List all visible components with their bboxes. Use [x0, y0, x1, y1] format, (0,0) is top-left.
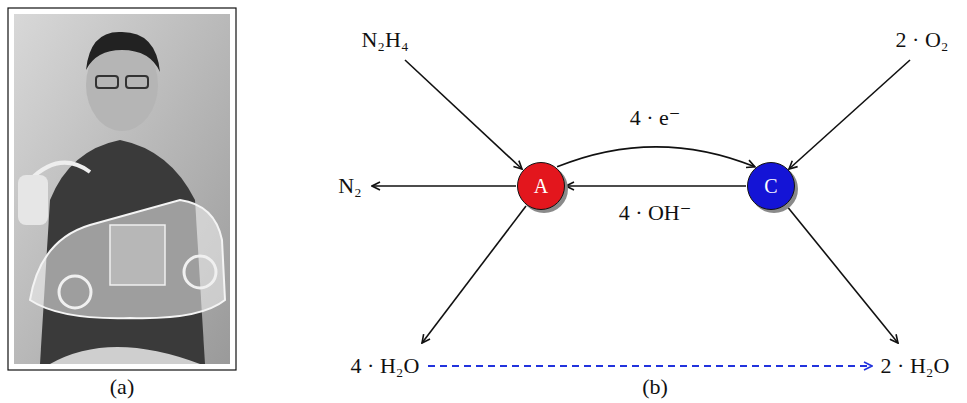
photo-background	[14, 14, 230, 364]
fuel-cell	[110, 225, 165, 285]
water-transfer-arrow	[428, 365, 872, 367]
bottle	[18, 175, 48, 225]
output-arrow	[422, 206, 526, 343]
transfer-arrow	[566, 185, 746, 187]
reaction-arrows	[372, 60, 910, 366]
photo	[8, 8, 236, 370]
person-hair	[86, 32, 160, 72]
transfer-arrow	[557, 147, 755, 167]
wheel	[184, 256, 216, 288]
species-label: 2 · O₂	[896, 28, 949, 52]
model-car	[30, 200, 225, 318]
cathode-circle: C	[747, 162, 795, 210]
output-arrow	[372, 185, 516, 187]
anode-circle: A	[517, 162, 565, 210]
species-label: N₂	[338, 174, 362, 198]
edge-label: 4 · e⁻	[630, 106, 681, 130]
input-arrow	[405, 60, 522, 169]
panel-label: (a)	[110, 375, 134, 399]
species-label: N₂H₄	[361, 28, 408, 52]
node-letter: C	[764, 175, 777, 198]
hands	[50, 347, 200, 364]
glasses	[96, 76, 118, 88]
photo-frame	[8, 8, 236, 370]
wheel	[59, 276, 91, 308]
glasses	[126, 76, 148, 88]
node-letter: A	[534, 175, 548, 198]
output-arrow	[786, 205, 898, 343]
species-label: 2 · H₂O	[881, 354, 950, 378]
input-arrow	[789, 60, 910, 169]
species-label: 4 · H₂O	[351, 354, 420, 378]
connectors	[557, 147, 755, 186]
panel-label: (b)	[642, 375, 668, 399]
edge-label: 4 · OH⁻	[619, 201, 692, 225]
